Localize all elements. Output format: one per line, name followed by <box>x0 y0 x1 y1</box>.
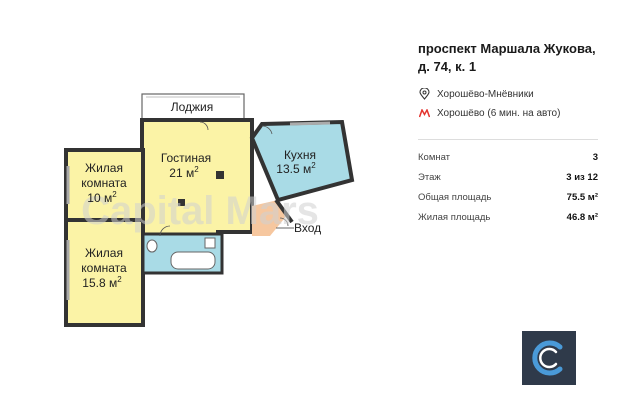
bedroom2-area <box>64 218 145 327</box>
bedroom2-label-2: комната <box>81 261 127 275</box>
floor-plan: Capital Mars Лоджия Гостиная 21 м2 Кухня… <box>64 93 355 327</box>
bedroom2-area-label: 15.8 м2 <box>82 275 122 290</box>
living-room-label: Гостиная <box>161 151 211 165</box>
column <box>178 199 185 206</box>
bedroom1-area-label: 10 м2 <box>87 190 117 205</box>
living-room-area-label: 21 м2 <box>169 165 199 180</box>
entrance-area <box>252 200 288 236</box>
metro-station: Хорошёво (6 мин. на авто) <box>437 107 561 119</box>
metro-icon <box>418 107 430 119</box>
bedroom1-area <box>64 148 145 222</box>
sink <box>204 237 216 249</box>
listing-address: проспект Маршала Жукова, д. 74, к. 1 <box>418 41 596 74</box>
bathtub <box>170 251 216 270</box>
column <box>216 171 224 179</box>
kitchen-area-label: 13.5 м2 <box>276 161 316 176</box>
entrance-label: Вход <box>294 221 321 235</box>
location-pin-icon <box>418 88 430 100</box>
district-row: Хорошёво-Мнёвники <box>418 88 598 100</box>
capital-mars-logo <box>522 331 576 385</box>
listing-info: проспект Маршала Жукова, д. 74, к. 1 Хор… <box>418 40 598 232</box>
bedroom2-label-1: Жилая <box>85 246 123 260</box>
bedroom1-label-2: комната <box>81 176 127 190</box>
loggia-label: Лоджия <box>171 100 214 114</box>
toilet <box>146 239 158 253</box>
metro-row: Хорошёво (6 мин. на авто) <box>418 107 598 119</box>
divider <box>418 139 598 140</box>
kitchen-label: Кухня <box>284 148 316 162</box>
watermark: Capital Mars <box>81 189 319 233</box>
district-name: Хорошёво-Мнёвники <box>437 88 534 100</box>
loggia-area <box>141 93 245 123</box>
bedroom1-label-1: Жилая <box>85 161 123 175</box>
